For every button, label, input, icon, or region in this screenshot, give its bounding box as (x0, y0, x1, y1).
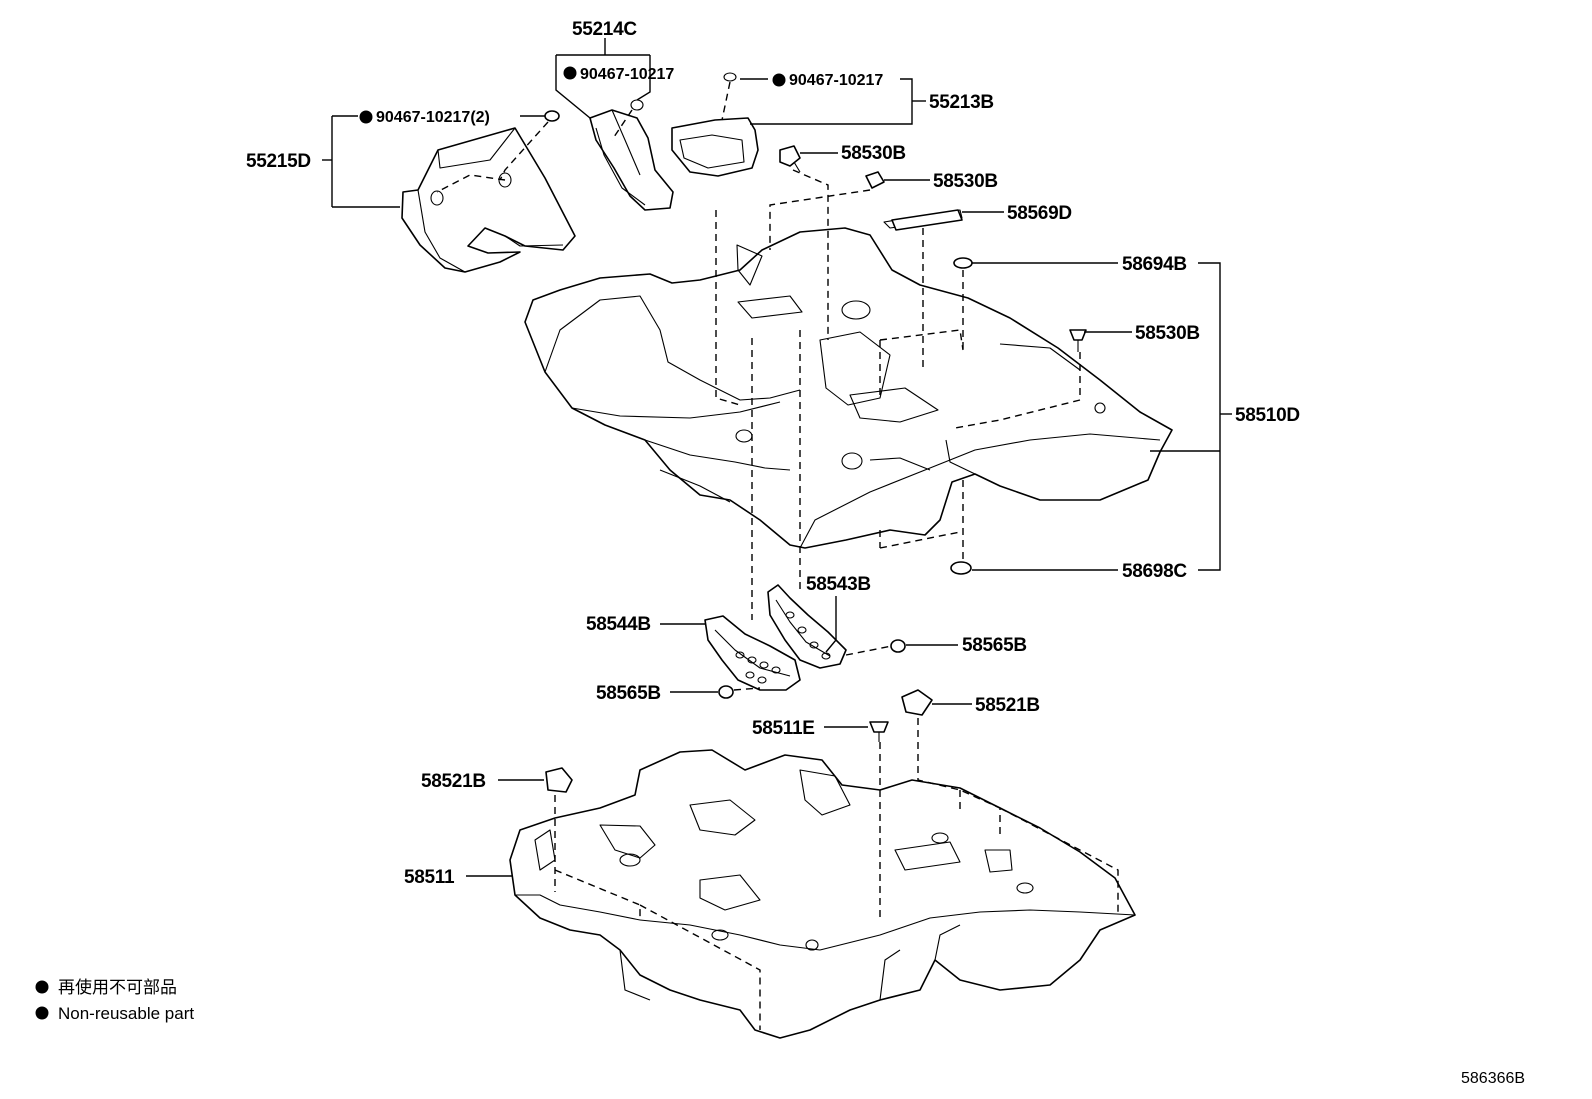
insulator-55214c-drawing (589, 99, 674, 211)
pad-58544b-drawing (704, 615, 801, 691)
leader-lines (322, 38, 1232, 877)
label-58565b-1[interactable]: 58565B (962, 635, 1027, 656)
label-55213b[interactable]: 55213B (929, 92, 994, 113)
label-58698c[interactable]: 58698C (1122, 561, 1188, 582)
label-58521b-1[interactable]: 58521B (975, 695, 1040, 716)
label-58543b[interactable]: 58543B (806, 574, 871, 595)
label-58694b[interactable]: 58694B (1122, 254, 1187, 275)
legend-japanese-text: 再使用不可部品 (58, 977, 177, 997)
floor-58511-drawing (509, 749, 1136, 1039)
label-90467-c[interactable]: 90467-10217(2) (376, 109, 490, 126)
insulator-55213b-drawing (671, 72, 759, 177)
label-58565b-2[interactable]: 58565B (596, 683, 661, 704)
legend-dot-icon (35, 980, 49, 994)
legend-english-text: Non-reusable part (58, 1004, 194, 1023)
label-58511[interactable]: 58511 (404, 867, 455, 888)
diagram-reference-number: 586366B (1461, 1070, 1525, 1087)
non-reusable-marker (772, 73, 786, 87)
label-58569d[interactable]: 58569D (1007, 203, 1072, 224)
assembly-dashed-lines (436, 81, 1119, 1030)
insulator-55215d-drawing (401, 127, 576, 273)
label-58530b-2[interactable]: 58530B (933, 171, 998, 192)
label-58530b-1[interactable]: 58530B (841, 143, 906, 164)
label-55214c[interactable]: 55214C (572, 19, 638, 40)
label-58521b-2[interactable]: 58521B (421, 771, 486, 792)
label-90467-a[interactable]: 90467-10217 (580, 66, 674, 83)
label-55215d[interactable]: 55215D (246, 151, 311, 172)
legend: 再使用不可部品 Non-reusable part (35, 977, 194, 1023)
carpet-58510d-drawing (524, 209, 1173, 549)
pad-58543b-drawing (767, 584, 847, 669)
label-58530b-3[interactable]: 58530B (1135, 323, 1200, 344)
fastener-drawings (544, 110, 1087, 793)
non-reusable-marker (359, 110, 373, 124)
non-reusable-marker (563, 66, 577, 80)
label-58511e[interactable]: 58511E (752, 718, 815, 739)
label-90467-b[interactable]: 90467-10217 (789, 72, 883, 89)
label-58544b[interactable]: 58544B (586, 614, 651, 635)
label-58510d[interactable]: 58510D (1235, 405, 1300, 426)
legend-dot-icon (35, 1006, 49, 1020)
